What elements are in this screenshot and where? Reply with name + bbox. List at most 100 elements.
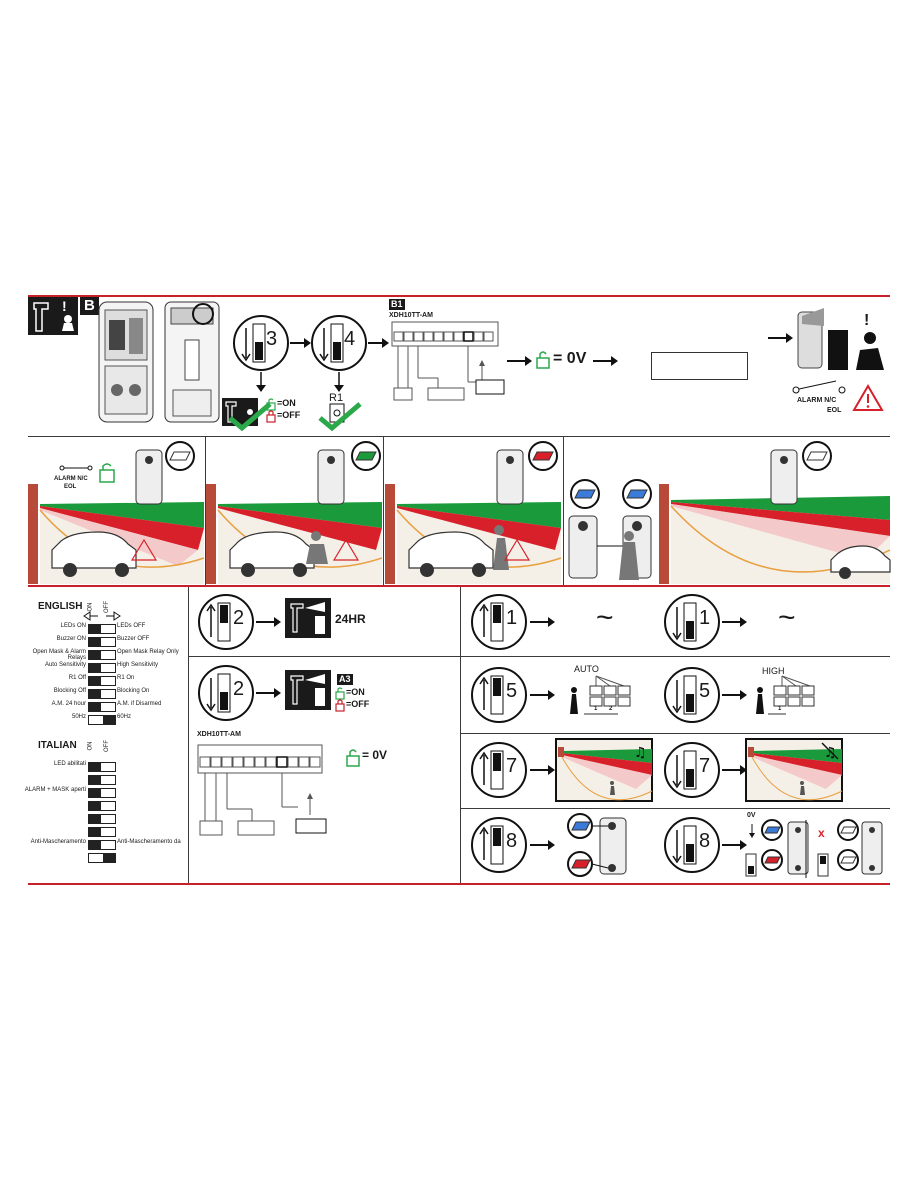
mid-divider [28, 585, 890, 587]
arrow-icon [722, 765, 747, 775]
check-mark-icon [318, 402, 362, 432]
english-row-1-right-label: LEDs OFF [117, 623, 146, 629]
switch-knob [89, 789, 101, 797]
english-row-2-right-label: Buzzer OFF [117, 636, 150, 642]
switch-1-number: 1 [506, 607, 518, 629]
switch-8-number: 8 [506, 830, 518, 852]
arrow-icon [256, 617, 281, 627]
english-row-5-right-label: R1 On [117, 675, 135, 681]
arrow-icon [368, 338, 389, 348]
beam-pattern-buzzer-on: ♫ [555, 738, 653, 802]
detector-person-icon [33, 302, 74, 332]
english-row-3-right-label: Open Mask Relay Only [117, 649, 179, 655]
off-label: =OFF [346, 699, 370, 709]
switch-knob [89, 677, 101, 685]
scene-walk-test [568, 441, 891, 584]
down-arrow-icon [256, 372, 266, 392]
english-dip-switch-3[interactable] [88, 650, 116, 660]
italian-dip-switch-5[interactable] [88, 814, 116, 824]
italian-row-3-left-label: ALARM + MASK aperti [24, 787, 86, 793]
dip-switch-7-off-icon [664, 742, 720, 798]
high-label: HIGH [762, 666, 785, 676]
model-label: XDH10TT-AM [197, 731, 241, 738]
english-row-7-right-label: A.M. if Disarmed [117, 701, 162, 707]
dip-switch-5-on-icon [471, 667, 527, 723]
zero-volt-small-label: 0V [747, 812, 756, 819]
italian-dip-switch-6[interactable] [88, 827, 116, 837]
zero-volt-label: = 0V [553, 350, 587, 367]
italian-dip-switch-7[interactable] [88, 840, 116, 850]
on-label: =ON [346, 687, 365, 697]
english-dip-switch-5[interactable] [88, 676, 116, 686]
arrow-icon [722, 840, 747, 850]
auto-count-1: 1 [594, 706, 598, 712]
english-row-3-left-label: Open Mask & Alarm Relays [32, 649, 86, 661]
unlock-icon [346, 749, 360, 767]
upper-divider [28, 436, 890, 437]
unlock-icon [536, 351, 550, 369]
detector-front-image [98, 301, 154, 423]
arrow-icon [530, 690, 555, 700]
switch-3-number: 3 [266, 328, 278, 350]
lock-icon [266, 410, 276, 423]
english-dip-switch-4[interactable] [88, 663, 116, 673]
antimask-mode-icon [285, 670, 331, 710]
switch-knob [89, 651, 101, 659]
warning-mark: ! [864, 312, 870, 329]
english-dip-switch-8[interactable] [88, 715, 116, 725]
dip-switch-8-off-icon [664, 817, 720, 873]
english-row-4-left-label: Auto Sensitivity [44, 662, 86, 668]
blank-text-box [651, 352, 748, 380]
english-dip-switch-2[interactable] [88, 637, 116, 647]
english-row-1-left-label: LEDs ON [60, 623, 86, 629]
wave-glyph: ~ [596, 601, 614, 634]
highlight-circle [192, 303, 214, 325]
switch-5-number: 5 [506, 680, 518, 702]
italian-title: ITALIAN [38, 740, 77, 751]
warning-header-tile: ! [28, 297, 78, 335]
switch-7-number: 7 [699, 755, 711, 777]
italian-dip-switch-4[interactable] [88, 801, 116, 811]
divider-vertical-2 [383, 436, 384, 585]
english-row-7-left-label: A.M. 24 hour [51, 701, 86, 707]
dip-switch-1-off-icon [664, 594, 720, 650]
switch-2-number: 2 [233, 607, 245, 629]
english-row-6-left-label: Blocking Off [53, 688, 86, 694]
divider-vertical-3 [563, 436, 564, 585]
arrow-icon [593, 356, 618, 366]
arrow-icon [530, 840, 555, 850]
switch-knob [89, 664, 101, 672]
italian-row-7-right-label: Anti-Mascheramento da [117, 839, 181, 845]
italian-row-7-left-label: Anti-Mascheramento [30, 839, 86, 845]
terminal-block-diagram [391, 321, 505, 401]
switch-5-number: 5 [699, 680, 711, 702]
italian-dip-switch-1[interactable] [88, 762, 116, 772]
switch-8-number: 8 [699, 830, 711, 852]
right-divider-2 [460, 733, 890, 734]
english-dip-switch-1[interactable] [88, 624, 116, 634]
arrow-icon [530, 617, 555, 627]
beam-pattern-buzzer-off: ♫ [745, 738, 843, 802]
terminal-block-diagram [197, 744, 327, 836]
unlock-icon [266, 398, 276, 411]
english-dip-switch-7[interactable] [88, 702, 116, 712]
italian-dip-switch-8[interactable] [88, 853, 116, 863]
english-title: ENGLISH [38, 601, 83, 612]
scene-alarm-idle [28, 441, 205, 584]
x-mark: x [818, 826, 825, 840]
alarm-label-line2: EOL [827, 407, 842, 414]
top-divider [28, 295, 890, 297]
scene-walking-person [385, 441, 562, 584]
alarm-switch-icon [792, 380, 846, 394]
alarm-label-line1: ALARM N/C [54, 476, 88, 482]
switch-knob [89, 828, 101, 836]
english-row-5-left-label: R1 Off [68, 675, 86, 681]
italian-row-1-left-label: LED abilitati [53, 761, 86, 767]
switch-knob [89, 690, 101, 698]
high-count-1: 1 [778, 706, 782, 712]
english-dip-switch-6[interactable] [88, 689, 116, 699]
italian-dip-switch-2[interactable] [88, 775, 116, 785]
r1-label: R1 [329, 392, 344, 404]
italian-dip-switch-3[interactable] [88, 788, 116, 798]
arrow-icon [722, 690, 747, 700]
